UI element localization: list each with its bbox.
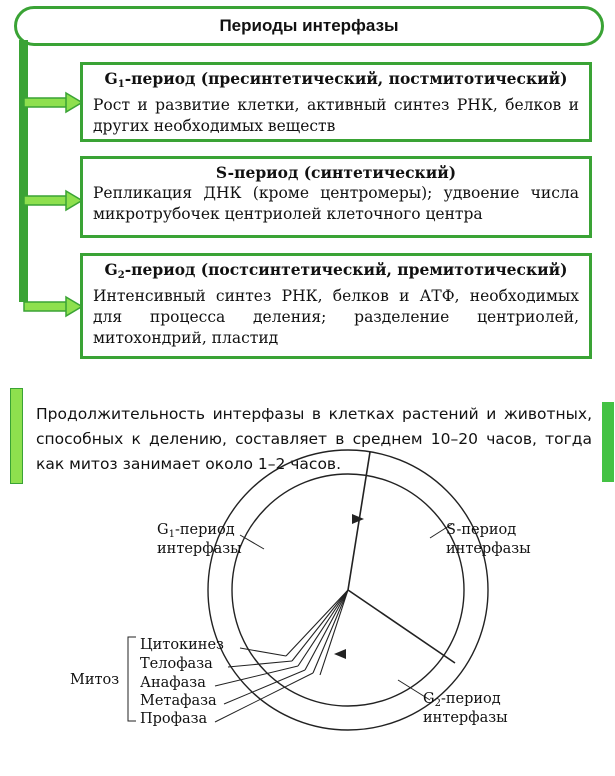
g2-period-heading: G2-период (постсинтетический, премитотич…	[104, 260, 568, 281]
mitosis-label: Митоз	[70, 672, 120, 688]
s-period-label: S-период	[446, 522, 517, 538]
inner-cycle-circle	[231, 473, 465, 707]
phase-label-cytokinesis: Цитокинез	[140, 637, 224, 653]
g2-direction-arrow-icon	[334, 649, 346, 659]
s-period-label-line2: интерфазы	[446, 541, 531, 557]
g1-period-description: Рост и развитие клетки, активный синтез …	[93, 96, 579, 135]
arrow-to-g2	[23, 295, 84, 318]
g1-period-box: G1-период (пресинтетический, постмитотич…	[80, 62, 592, 142]
phase-label-prophase: Профаза	[140, 711, 208, 727]
right-edge-bar	[602, 402, 614, 482]
note-accent-bar	[10, 388, 23, 484]
g1-direction-arrow-icon	[352, 514, 364, 524]
g2-period-description: Интенсивный синтез РНК, белков и АТФ, не…	[93, 287, 579, 347]
mitosis-phase-lines	[285, 589, 349, 676]
s-g2-divider-line	[347, 589, 456, 664]
vertical-connector-line	[19, 40, 28, 302]
s-label-leader	[429, 523, 453, 539]
period-connector	[19, 40, 84, 318]
mitosis-bracket	[127, 636, 136, 722]
phase-label-telophase: Телофаза	[140, 656, 213, 672]
interphase-duration-note: Продолжительность интерфазы в клетках ра…	[36, 405, 592, 473]
s-period-box: S-период (синтетический) Репликация ДНК …	[80, 156, 592, 238]
phase-label-metaphase: Метафаза	[140, 693, 217, 709]
g2-label-leader	[397, 679, 431, 701]
g1-period-label-line2: интерфазы	[157, 541, 242, 557]
outer-cycle-circle	[207, 449, 489, 731]
title-box: Периоды интерфазы	[14, 6, 604, 46]
g2-period-label: G2-период	[423, 691, 501, 709]
arrow-to-g1	[23, 91, 84, 114]
s-period-description: Репликация ДНК (кроме центромеры); удвое…	[93, 184, 579, 223]
g1-period-heading: G1-период (пресинтетический, постмитотич…	[104, 69, 568, 90]
g2-period-box: G2-период (постсинтетический, премитотич…	[80, 253, 592, 359]
arrow-to-s	[23, 189, 84, 212]
mitosis-phase-leaders	[214, 647, 314, 723]
page-title: Периоды интерфазы	[219, 16, 399, 35]
g2-period-label-line2: интерфазы	[423, 710, 508, 726]
g1-period-label: G1-период	[157, 522, 235, 540]
g1-label-leader	[239, 534, 265, 550]
s-period-heading: S-период (синтетический)	[215, 163, 457, 182]
phase-label-anaphase: Анафаза	[140, 675, 206, 691]
